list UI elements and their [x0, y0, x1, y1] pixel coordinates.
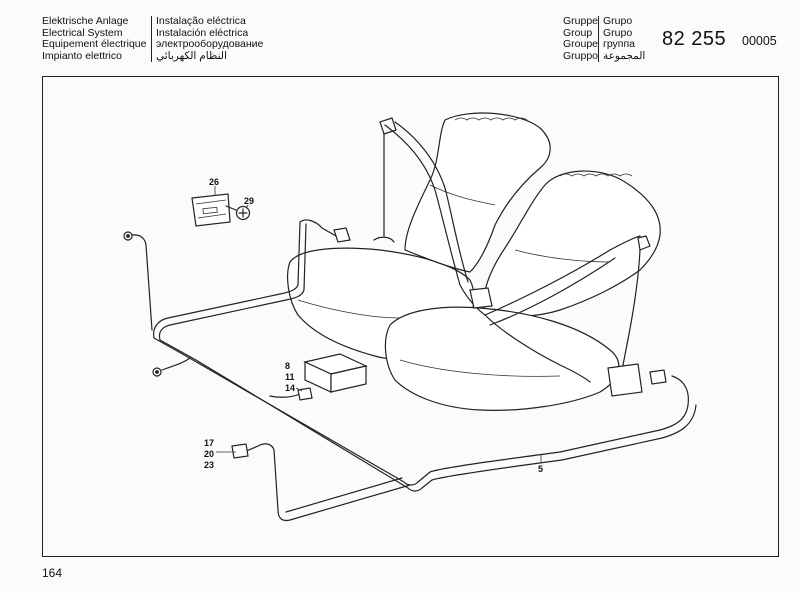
belt-anchor-left [379, 117, 397, 135]
group-label-pt: Grupo [603, 15, 633, 27]
drawing-frame [42, 76, 779, 557]
header-titles-col1: Elektrische Anlage Electrical System Equ… [42, 15, 147, 62]
callout-23: 23 [204, 460, 214, 470]
left-backrest [404, 112, 551, 273]
callout-20: 20 [204, 449, 214, 459]
title-es: Instalación eléctrica [156, 26, 249, 39]
right-seat-cushion [384, 306, 620, 411]
sheet-id: 00005 [742, 34, 777, 48]
title-pt: Instalação eléctrica [156, 15, 246, 27]
callout-17: 17 [204, 438, 214, 448]
title-en: Electrical System [42, 26, 123, 39]
callout-8: 8 [285, 361, 290, 371]
connector-right [649, 369, 667, 385]
group-labels-col1: Gruppe Group Groupe Gruppo [563, 15, 599, 62]
group-label-ar: المجموعة [603, 49, 646, 62]
mounting-bracket [191, 193, 231, 227]
callout-14: 14 [285, 383, 295, 393]
group-label-it: Gruppo [563, 49, 599, 62]
screw [225, 205, 251, 221]
callout-29: 29 [244, 196, 254, 206]
group-label-fr: Groupe [563, 38, 599, 51]
title-ru: электрооборудование [156, 38, 264, 51]
terminals [123, 227, 667, 459]
control-unit-box [303, 353, 368, 393]
title-it: Impianto elettrico [42, 49, 122, 62]
harness-main-line [153, 219, 689, 486]
wiring-harness [131, 219, 697, 522]
group-label-ru: группа [603, 38, 636, 51]
callout-26: 26 [209, 177, 219, 187]
belt-buckle [469, 287, 493, 309]
right-backrest [483, 170, 661, 317]
seat-belt-left [384, 124, 486, 316]
title-ar: النظام الكهربائي [156, 49, 227, 62]
rear-seat-bench [287, 112, 661, 411]
group-labels-col2: Grupo Grupo группа المجموعة [598, 15, 646, 63]
group-number: 82 255 [662, 28, 727, 50]
belt-retractor-right [637, 235, 651, 251]
callout-11: 11 [285, 372, 295, 382]
title-de: Elektrische Anlage [42, 15, 129, 27]
connector-top [333, 227, 351, 243]
seat-belt-right [484, 235, 641, 316]
title-fr: Equipement électrique [42, 38, 147, 51]
leader-lines [214, 186, 542, 462]
group-label-en: Group [563, 26, 593, 39]
callout-5: 5 [538, 464, 543, 474]
connector-lower [231, 443, 249, 459]
group-label-es: Grupo [603, 26, 633, 39]
page-number: 164 [42, 566, 63, 580]
group-label-de: Gruppe [563, 15, 599, 27]
header-titles-col2: Instalação eléctrica Instalación eléctri… [151, 15, 264, 63]
